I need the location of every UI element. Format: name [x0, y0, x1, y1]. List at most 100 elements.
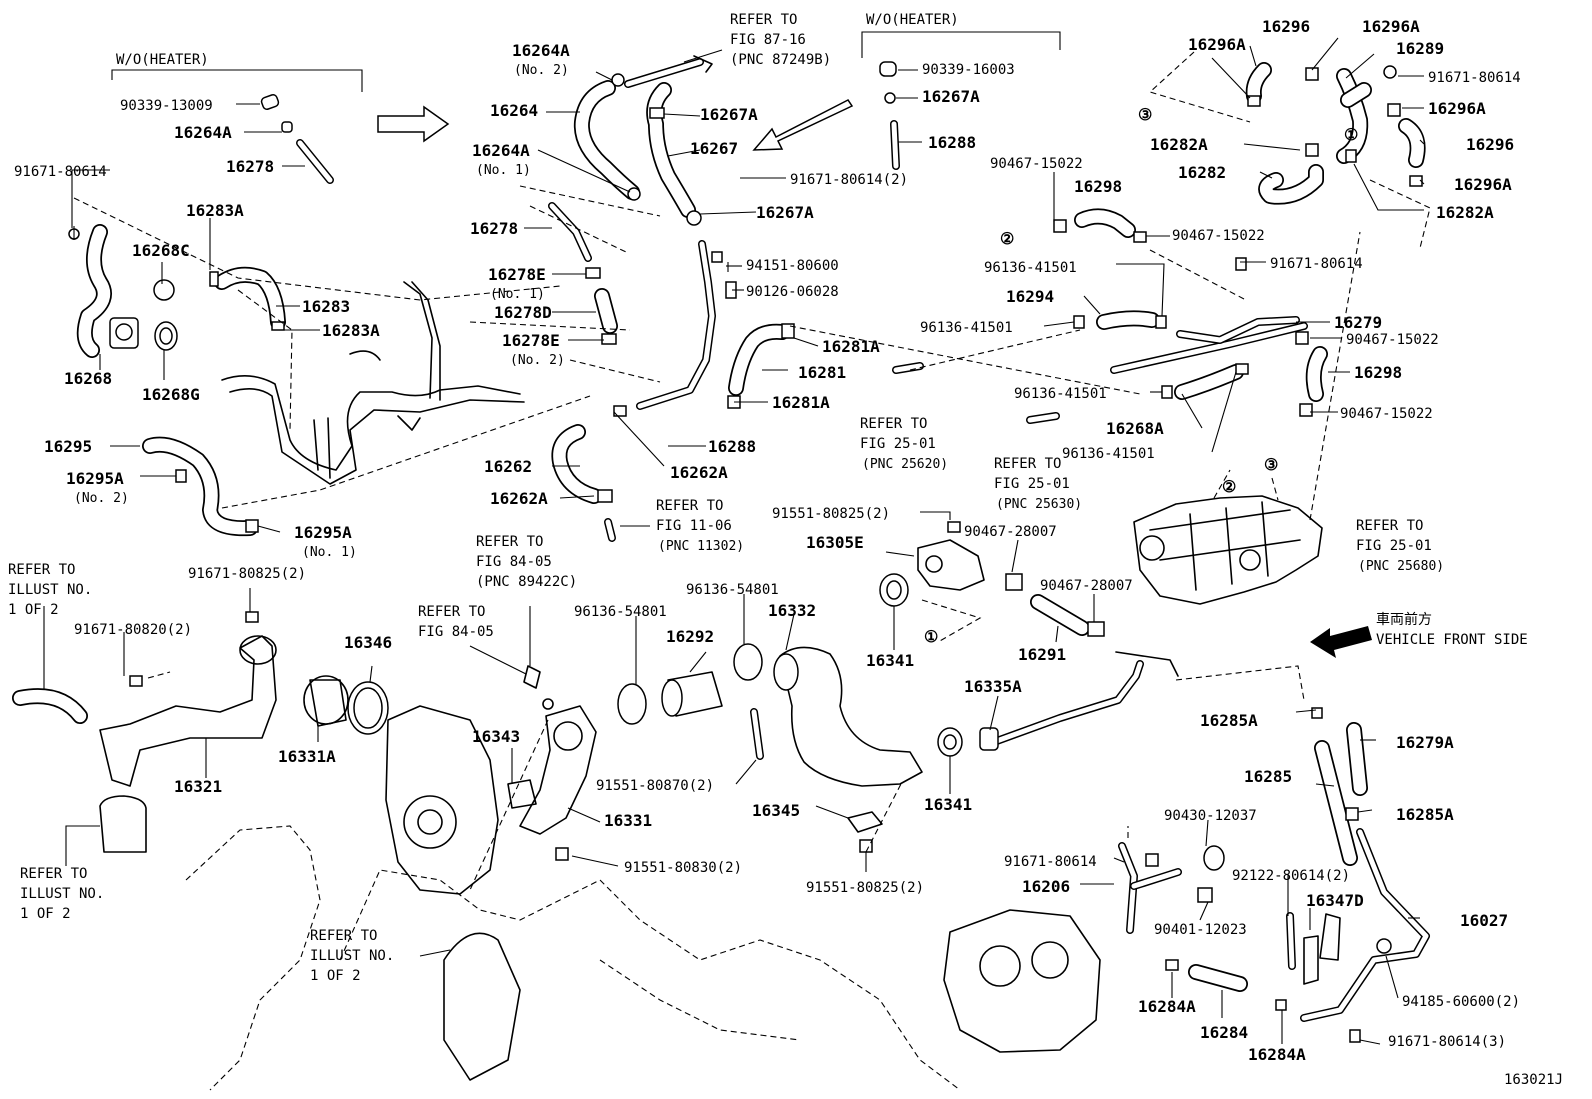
label-16278D: 16278D — [494, 303, 552, 322]
label-92122-80614-2: 92122-80614(2) — [1232, 868, 1350, 884]
label-16335A: 16335A — [964, 677, 1022, 696]
label-91671-80614-tr: 91671-80614 — [1428, 70, 1521, 86]
ref25620-line3: (PNC 25620) — [862, 457, 948, 472]
intake-manifold — [1133, 231, 1361, 605]
illust-a-line1: REFER TO — [8, 562, 75, 578]
mid-right-hoses — [789, 208, 1328, 424]
label-90467-15022-a: 90467-15022 — [990, 156, 1083, 172]
label-16282A-a: 16282A — [1150, 135, 1208, 154]
label-91551-80830-2: 91551-80830(2) — [624, 860, 742, 876]
label-90467-15022-c: 90467-15022 — [1346, 332, 1439, 348]
hollow-arrow-right — [377, 105, 450, 143]
label-90467-15022-d: 90467-15022 — [1340, 406, 1433, 422]
label-90430-12037: 90430-12037 — [1164, 808, 1257, 824]
label-91671-80614-3: 91671-80614(3) — [1388, 1034, 1506, 1050]
label-16206: 16206 — [1022, 877, 1070, 896]
label-96136-54801-a: 96136-54801 — [686, 582, 779, 598]
label-16279A: 16279A — [1396, 733, 1454, 752]
water-inlet-group — [12, 611, 389, 853]
ref11-line3: (PNC 11302) — [658, 539, 744, 554]
dashed-link-lines — [73, 185, 661, 891]
label-96136-41501-c: 96136-41501 — [1014, 386, 1107, 402]
label-96136-54801-b: 96136-54801 — [574, 604, 667, 620]
ref25620-line1: REFER TO — [860, 416, 927, 432]
label-16346: 16346 — [344, 633, 392, 652]
label-16347D: 16347D — [1306, 891, 1364, 910]
label-16289: 16289 — [1396, 39, 1444, 58]
label-16295: 16295 — [44, 437, 92, 456]
label-91551-80825-2b: 91551-80825(2) — [806, 880, 924, 896]
label-16268G: 16268G — [142, 385, 200, 404]
label-16264A-no2: 16264A — [512, 41, 570, 60]
marker-3-top: ③ — [1138, 105, 1152, 124]
label-16267A-woh: 16267A — [922, 87, 980, 106]
label-90339-13009: 90339-13009 — [120, 98, 213, 114]
ref25630-line1: REFER TO — [994, 456, 1061, 472]
label-91671-80820-2: 91671-80820(2) — [74, 622, 192, 638]
label-16264A-no1: 16264A — [472, 141, 530, 160]
label-16264: 16264 — [490, 101, 538, 120]
illust-c-line1: REFER TO — [310, 928, 377, 944]
engine-outline-dashed — [185, 825, 1101, 1091]
label-16278-woh: 16278 — [226, 157, 274, 176]
ref84a-line3: (PNC 89422C) — [476, 574, 577, 590]
illust-b-line2: ILLUST NO. — [20, 886, 104, 902]
label-16291: 16291 — [1018, 645, 1066, 664]
wo-heater-box-right: W/O(HEATER) — [861, 12, 1061, 58]
label-16283A-b: 16283A — [322, 321, 380, 340]
label-16298-a: 16298 — [1074, 177, 1122, 196]
label-16341-a: 16341 — [866, 651, 914, 670]
label-16305E: 16305E — [806, 533, 864, 552]
wo-heater-label-right: W/O(HEATER) — [866, 12, 959, 28]
ref84a-line1: REFER TO — [476, 534, 543, 550]
label-no2-a: (No. 2) — [514, 63, 569, 78]
label-91551-80870-2: 91551-80870(2) — [596, 778, 714, 794]
label-16281A-b: 16281A — [772, 393, 830, 412]
label-16296-a: 16296 — [1262, 17, 1310, 36]
label-91671-80614-b: 91671-80614 — [1004, 854, 1097, 870]
marker-3-manifold: ③ — [1264, 455, 1278, 474]
label-94151-80600: 94151-80600 — [746, 258, 839, 274]
illust-b-line3: 1 OF 2 — [20, 906, 71, 922]
label-90401-12023: 90401-12023 — [1154, 922, 1247, 938]
label-16321: 16321 — [174, 777, 222, 796]
illust-a-line3: 1 OF 2 — [8, 602, 59, 618]
marker-1-mid: ① — [924, 627, 938, 646]
label-16284: 16284 — [1200, 1023, 1248, 1042]
label-91671-80825-2: 91671-80825(2) — [188, 566, 306, 582]
ref84b-line1: REFER TO — [418, 604, 485, 620]
label-16282A-b: 16282A — [1436, 203, 1494, 222]
label-16281A-a: 16281A — [822, 337, 880, 356]
wo-heater-box-left: W/O(HEATER) — [111, 52, 363, 92]
leader-lines — [43, 37, 1425, 1045]
label-94185-60600-2: 94185-60600(2) — [1402, 994, 1520, 1010]
label-16285A-a: 16285A — [1200, 711, 1258, 730]
label-16296A-b: 16296A — [1188, 35, 1246, 54]
label-16292: 16292 — [666, 627, 714, 646]
ref87-line1: REFER TO — [730, 12, 797, 28]
label-16267: 16267 — [690, 139, 738, 158]
label-16284A-b: 16284A — [1248, 1045, 1306, 1064]
ref25620-line2: FIG 25-01 — [860, 436, 936, 452]
callout-labels: 16264A (No. 2) 16264 16264A (No. 1) 1627… — [14, 17, 1521, 1064]
label-16295A-no1: 16295A — [294, 523, 352, 542]
label-16296A-c: 16296A — [1428, 99, 1486, 118]
label-16268C: 16268C — [132, 241, 190, 260]
label-16278-top: 16278 — [470, 219, 518, 238]
ref11-line2: FIG 11-06 — [656, 518, 732, 534]
ref25680-line2: FIG 25-01 — [1356, 538, 1432, 554]
label-16295A-no2: 16295A — [66, 469, 124, 488]
refer-notes: REFER TO FIG 87-16 (PNC 87249B) REFER TO… — [8, 12, 1444, 984]
water-outlet-group — [879, 521, 1305, 757]
label-96136-41501-d: 96136-41501 — [1062, 446, 1155, 462]
top-center-hoses — [548, 55, 795, 542]
legend-front-jp: 車両前方 — [1376, 611, 1432, 628]
label-16278E-no2: 16278E — [502, 331, 560, 350]
label-90467-15022-b: 90467-15022 — [1172, 228, 1265, 244]
label-16282: 16282 — [1178, 163, 1226, 182]
wo-heater-label-left: W/O(HEATER) — [116, 52, 209, 68]
hose-16292-16332 — [617, 643, 923, 853]
label-16278E-no1: 16278E — [488, 265, 546, 284]
label-16285: 16285 — [1244, 767, 1292, 786]
